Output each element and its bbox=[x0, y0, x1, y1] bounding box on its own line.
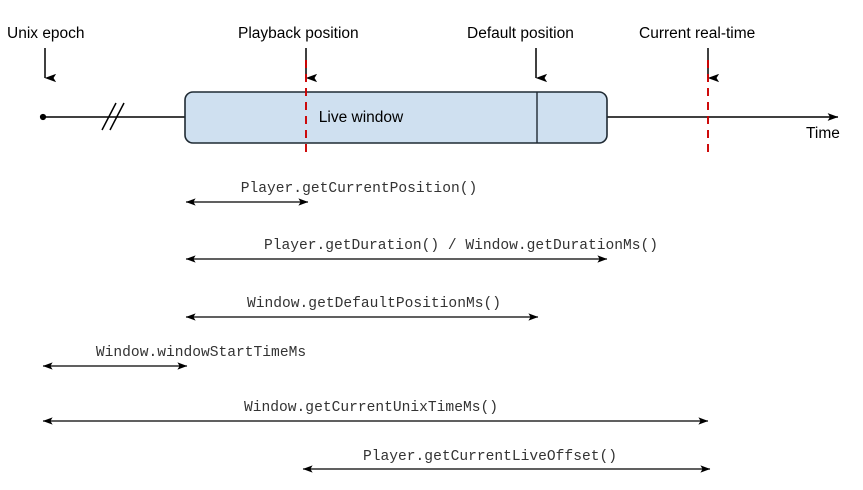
marker-label-current-realtime: Current real-time bbox=[639, 25, 756, 42]
api-label-get-current-position: Player.getCurrentPosition() bbox=[240, 181, 478, 197]
api-label-get-duration: Player.getDuration() / Window.getDuratio… bbox=[263, 238, 659, 254]
marker-label-playback-position: Playback position bbox=[238, 25, 359, 42]
api-label-get-current-unix-time-ms: Window.getCurrentUnixTimeMs() bbox=[244, 400, 498, 416]
api-label-get-default-position-ms: Window.getDefaultPositionMs() bbox=[247, 296, 501, 312]
marker-label-unix-epoch: Unix epoch bbox=[7, 25, 85, 42]
marker-pointers bbox=[44, 48, 720, 83]
live-window-shape bbox=[184, 91, 608, 144]
red-dashed-guides bbox=[305, 60, 709, 157]
live-window-label: Live window bbox=[318, 109, 404, 126]
axis-break-slashes bbox=[101, 102, 125, 131]
marker-label-default-position: Default position bbox=[467, 25, 574, 42]
live-window-rect bbox=[184, 91, 608, 144]
api-label-window-start-time-ms: Window.windowStartTimeMs bbox=[95, 345, 307, 361]
time-axis bbox=[39, 102, 839, 131]
measurement-arrows bbox=[42, 198, 711, 473]
api-label-get-current-live-offset: Player.getCurrentLiveOffset() bbox=[363, 449, 617, 465]
time-axis-label: Time bbox=[806, 125, 840, 142]
